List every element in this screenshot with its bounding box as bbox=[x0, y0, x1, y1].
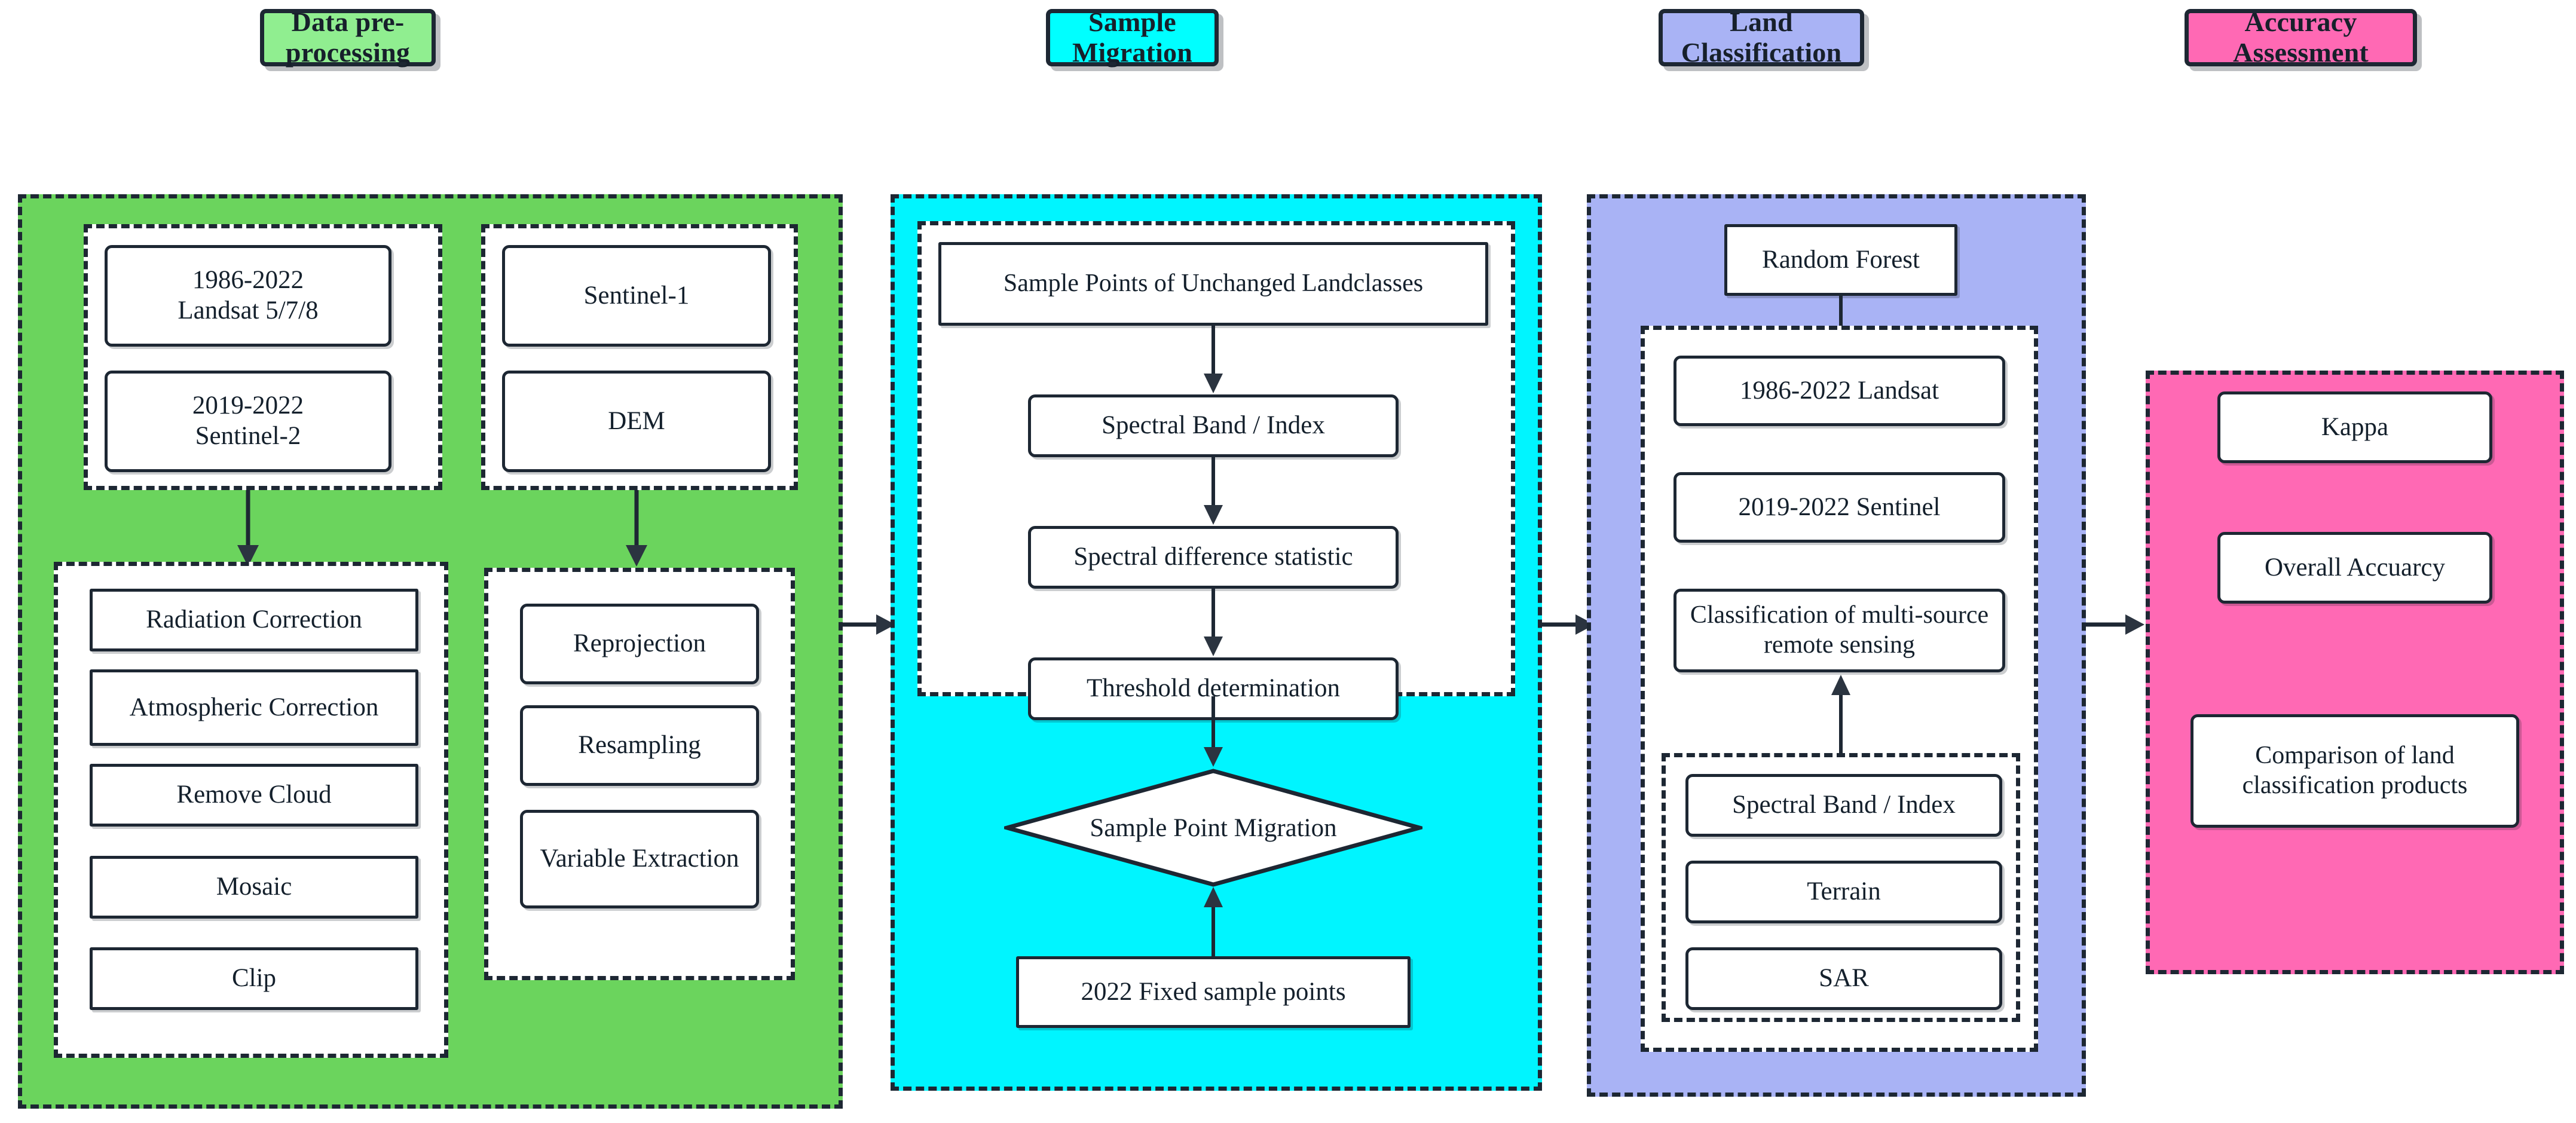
node-comparison-land-products: Comparison of land classification produc… bbox=[2190, 714, 2519, 828]
node-label-line1: 1986-2022 bbox=[192, 266, 304, 295]
node-label: DEM bbox=[608, 406, 665, 435]
node-label: Random Forest bbox=[1762, 245, 1920, 274]
node-spectral-band-index-migration: Spectral Band / Index bbox=[1028, 394, 1399, 457]
node-label: Remove Cloud bbox=[176, 781, 332, 809]
arrow-optical-sources-to-steps bbox=[236, 490, 260, 568]
header-label-data-pre-processing: Data pre-processing bbox=[285, 7, 411, 68]
panel-accuracy-assessment bbox=[2146, 371, 2564, 974]
arrow-stage2-to-stage3 bbox=[1542, 613, 1596, 637]
node-label: Sample Points of Unchanged Landclasses bbox=[1003, 270, 1424, 298]
node-variable-extraction: Variable Extraction bbox=[520, 810, 759, 908]
node-landsat-source-text: 1986-2022 Landsat 5/7/8 bbox=[105, 245, 391, 347]
node-radiation-correction: Radiation Correction bbox=[90, 589, 418, 651]
node-label: SAR bbox=[1819, 964, 1869, 993]
arrow-stage1-to-stage2 bbox=[843, 613, 897, 637]
node-remove-cloud: Remove Cloud bbox=[90, 764, 418, 827]
arrow-features-to-classification bbox=[1829, 672, 1853, 756]
node-sample-point-migration-decision: Sample Point Migration bbox=[1004, 768, 1422, 888]
header-chip-data-pre-processing: Data pre-processing bbox=[260, 7, 436, 68]
node-label: 2022 Fixed sample points bbox=[1081, 977, 1346, 1006]
arrow-difference-to-threshold bbox=[1201, 589, 1225, 657]
header-chip-accuracy-assessment: Accuracy Assessment bbox=[2185, 7, 2417, 68]
node-atmospheric-correction: Atmospheric Correction bbox=[90, 669, 418, 746]
header-label-accuracy-assessment: Accuracy Assessment bbox=[2233, 7, 2369, 68]
header-label-land-classification: Land Classification bbox=[1681, 7, 1842, 68]
node-label-line1: 2019-2022 bbox=[192, 391, 304, 420]
node-landsat-source bbox=[105, 245, 391, 347]
node-kappa: Kappa bbox=[2217, 391, 2492, 463]
node-spectral-difference-statistic: Spectral difference statistic bbox=[1028, 526, 1399, 589]
node-dem-source: DEM bbox=[502, 371, 771, 472]
node-label: Spectral Band / Index bbox=[1732, 791, 1956, 819]
node-landsat-classification-input: 1986-2022 Landsat bbox=[1674, 356, 2005, 426]
arrow-stage3-to-stage4 bbox=[2086, 613, 2146, 637]
node-resampling: Resampling bbox=[520, 705, 759, 786]
node-label: Radiation Correction bbox=[146, 605, 362, 634]
arrow-aux-sources-to-steps bbox=[625, 490, 648, 568]
node-label: Spectral Band / Index bbox=[1102, 411, 1325, 440]
node-sentinel1-source: Sentinel-1 bbox=[502, 245, 771, 347]
header-label-sample-migration: Sample Migration bbox=[1072, 7, 1193, 68]
node-label: Clip bbox=[231, 964, 277, 993]
node-label: Sentinel-1 bbox=[583, 281, 690, 310]
node-label: 2019-2022 Sentinel bbox=[1738, 492, 1941, 521]
node-sample-points-unchanged: Sample Points of Unchanged Landclasses bbox=[938, 242, 1488, 326]
node-label: Reprojection bbox=[573, 629, 706, 658]
node-label: Comparison of land classification produc… bbox=[2242, 742, 2468, 799]
arrow-threshold-to-migration-decision bbox=[1201, 696, 1225, 768]
node-label: Atmospheric Correction bbox=[129, 693, 379, 721]
node-label: Classification of multi-source remote se… bbox=[1690, 601, 1989, 659]
header-chip-sample-migration: Sample Migration bbox=[1046, 7, 1219, 68]
node-label: Mosaic bbox=[216, 873, 292, 901]
node-overall-accuracy: Overall Accuarcy bbox=[2217, 532, 2492, 604]
node-random-forest: Random Forest bbox=[1724, 224, 1957, 296]
node-mosaic: Mosaic bbox=[90, 856, 418, 919]
node-sar-feature: SAR bbox=[1685, 947, 2002, 1010]
node-2022-fixed-sample-points: 2022 Fixed sample points bbox=[1016, 956, 1411, 1028]
node-label: Overall Accuarcy bbox=[2264, 553, 2446, 582]
arrow-unchanged-to-spectral-band bbox=[1201, 326, 1225, 394]
node-label: Sample Point Migration bbox=[1090, 813, 1337, 842]
arrow-fixed-points-to-migration-decision bbox=[1201, 885, 1225, 959]
node-label-line2: Sentinel-2 bbox=[195, 422, 301, 450]
node-label: Kappa bbox=[2321, 412, 2389, 441]
node-label: Spectral difference statistic bbox=[1073, 543, 1353, 571]
node-sentinel2-source: 2019-2022 Sentinel-2 bbox=[105, 371, 391, 472]
node-reprojection: Reprojection bbox=[520, 604, 759, 684]
node-label: Resampling bbox=[578, 731, 701, 760]
header-chip-land-classification: Land Classification bbox=[1659, 7, 1864, 68]
node-label-line2: Landsat 5/7/8 bbox=[178, 296, 319, 325]
node-label: Terrain bbox=[1807, 877, 1881, 906]
node-terrain-feature: Terrain bbox=[1685, 861, 2002, 923]
node-sentinel-classification-input: 2019-2022 Sentinel bbox=[1674, 472, 2005, 543]
node-spectral-band-index-feature: Spectral Band / Index bbox=[1685, 774, 2002, 837]
node-classification-multisource: Classification of multi-source remote se… bbox=[1674, 589, 2005, 672]
diamond-shape bbox=[1004, 769, 1422, 887]
node-label: Variable Extraction bbox=[540, 844, 739, 873]
arrow-spectral-band-to-difference bbox=[1201, 457, 1225, 526]
node-clip: Clip bbox=[90, 947, 418, 1010]
node-label: 1986-2022 Landsat bbox=[1739, 376, 1939, 405]
